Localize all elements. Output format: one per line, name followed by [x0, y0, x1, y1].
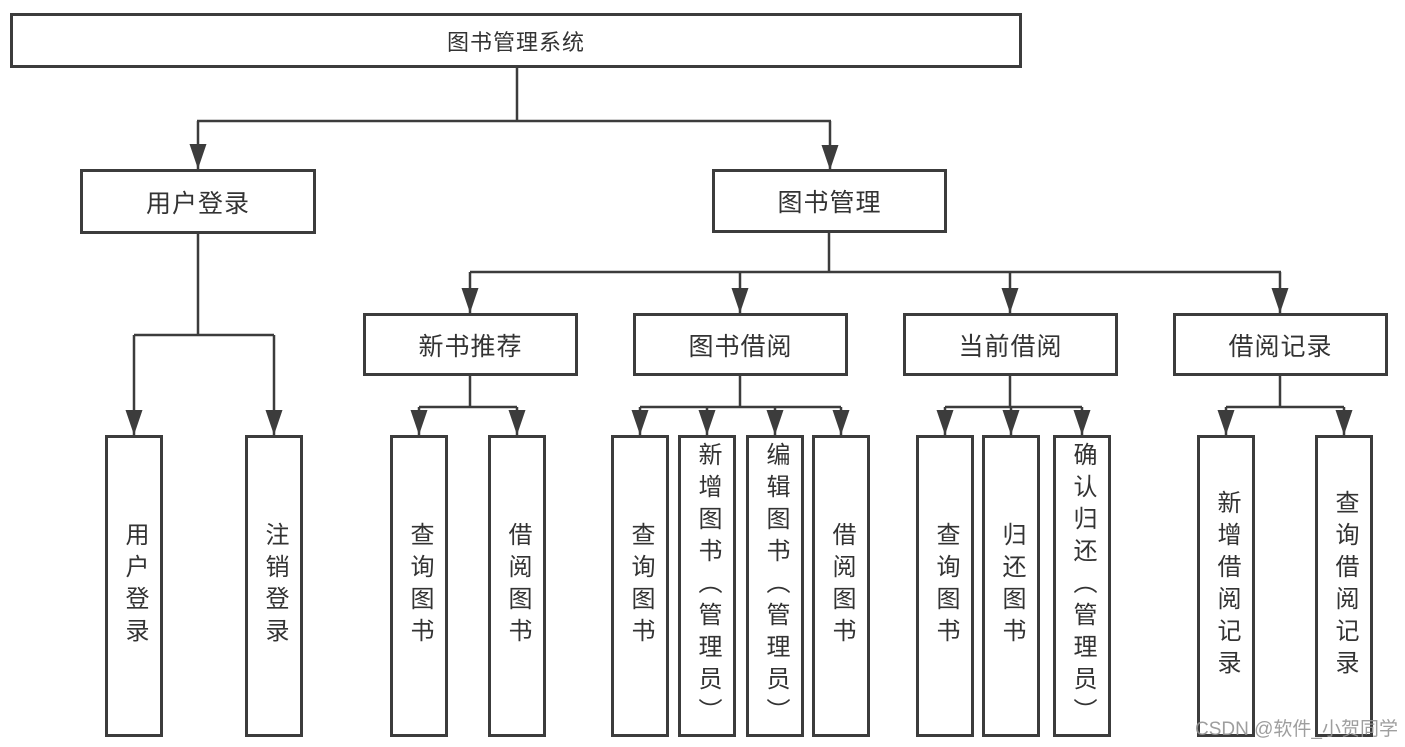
node-label: 当前借阅: [958, 332, 1063, 361]
node-new-book-recommend: 新书推荐: [363, 313, 578, 376]
node-user-login-branch: 用户登录: [80, 169, 316, 234]
node-label: 注销登录: [261, 522, 288, 650]
leaf-logout: 注销登录: [245, 435, 303, 737]
node-book-management-branch: 图书管理: [712, 169, 947, 233]
leaf-current-confirm-return-admin: 确认归还（管理员）: [1053, 435, 1111, 737]
leaf-records-add-record: 新增借阅记录: [1197, 435, 1255, 737]
node-library-management-system: 图书管理系统: [10, 13, 1022, 68]
leaf-records-query-record: 查询借阅记录: [1315, 435, 1373, 737]
node-book-borrowing: 图书借阅: [633, 313, 848, 376]
node-label: 归还图书: [998, 522, 1025, 650]
node-label: 图书管理系统: [446, 29, 585, 55]
node-label: 图书管理: [777, 189, 882, 217]
leaf-newbook-borrow-books: 借阅图书: [488, 435, 546, 737]
leaf-borrowing-edit-books-admin: 编辑图书（管理员）: [746, 435, 804, 737]
leaf-current-query-books: 查询图书: [916, 435, 974, 737]
node-borrowing-records: 借阅记录: [1173, 313, 1388, 376]
arrowheads: [125, 144, 1353, 435]
node-label: 查询图书: [932, 522, 959, 650]
node-label: 新增借阅记录: [1213, 490, 1240, 682]
node-label: 借阅图书: [504, 522, 531, 650]
node-label: 新书推荐: [418, 332, 523, 361]
leaf-user-login: 用户登录: [105, 435, 163, 737]
csdn-watermark: CSDN @软件_小贺同学: [1195, 719, 1398, 740]
node-label: 借阅记录: [1228, 332, 1333, 361]
leaf-current-return-books: 归还图书: [982, 435, 1040, 737]
leaf-borrowing-add-books-admin: 新增图书（管理员）: [678, 435, 736, 737]
node-label: 用户登录: [145, 189, 250, 218]
node-label: 查询图书: [627, 522, 654, 650]
leaf-borrowing-query-books: 查询图书: [611, 435, 669, 737]
node-label: 查询图书: [406, 522, 433, 650]
node-label: 查询借阅记录: [1331, 490, 1358, 682]
node-label: 借阅图书: [828, 522, 855, 650]
node-label: 图书借阅: [688, 332, 793, 361]
node-label: 确认归还（管理员）: [1069, 442, 1096, 730]
node-current-borrowing: 当前借阅: [903, 313, 1118, 376]
node-label: 新增图书（管理员）: [694, 442, 721, 730]
node-label: 编辑图书（管理员）: [762, 442, 789, 730]
node-label: 用户登录: [121, 522, 148, 650]
leaf-newbook-query-books: 查询图书: [390, 435, 448, 737]
leaf-borrowing-borrow-books: 借阅图书: [812, 435, 870, 737]
tree-edges: [132, 68, 1346, 435]
